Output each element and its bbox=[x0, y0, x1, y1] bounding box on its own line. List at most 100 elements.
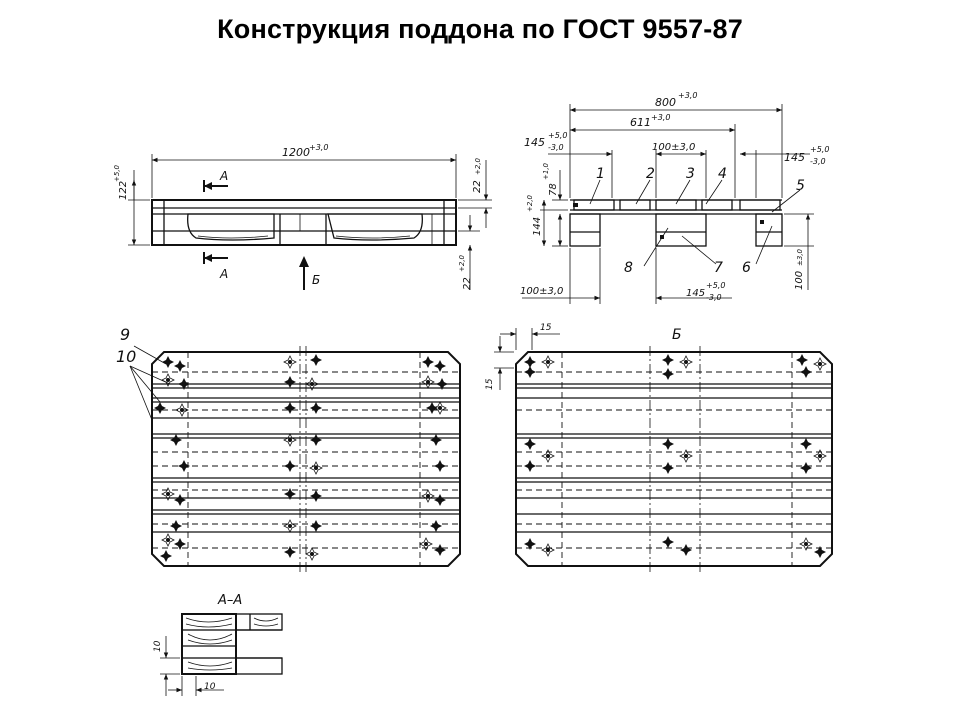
callout-2: 2 bbox=[646, 166, 655, 182]
callout-5: 5 bbox=[796, 178, 805, 194]
nail-mark bbox=[174, 494, 186, 506]
dim-length: 1200 bbox=[282, 146, 310, 159]
callout-7: 7 bbox=[714, 260, 723, 276]
nail-mark bbox=[310, 354, 322, 366]
dim-bottom: 22 bbox=[462, 277, 473, 290]
dim-right-height: 100 bbox=[794, 271, 805, 290]
dim-deck-tol: +2,0 bbox=[474, 157, 482, 175]
callout-9: 9 bbox=[120, 325, 130, 344]
dim-bottom-mid-tol-down: -3,0 bbox=[706, 293, 722, 302]
dim-offset-x: 15 bbox=[540, 323, 552, 333]
end-view: 800 +3,0 611 +3,0 145 +5,0 -3,0 100±3,0 … bbox=[520, 91, 829, 304]
nail-mark bbox=[541, 543, 555, 557]
nail-mark bbox=[524, 460, 536, 472]
nail-mark bbox=[662, 536, 674, 548]
nail-mark bbox=[283, 355, 297, 369]
dim-right-height-tol: ±3,0 bbox=[796, 248, 804, 266]
section-label-bottom: А bbox=[219, 267, 228, 281]
nail-mark bbox=[161, 487, 175, 501]
section-aa-label: А–А bbox=[217, 593, 242, 608]
nail-mark bbox=[541, 449, 555, 463]
bottom-outline bbox=[515, 351, 833, 567]
nail-mark bbox=[680, 544, 692, 556]
nail-mark bbox=[283, 519, 297, 533]
dim-edge-right-tol-up: +5,0 bbox=[810, 145, 829, 154]
nail-mark bbox=[436, 378, 448, 390]
dim-height-tol: +5,0 bbox=[113, 164, 121, 182]
side-view: 1200 +3,0 122 +5,0 22 +2,0 22 +2,0 А А Б bbox=[113, 143, 492, 290]
fork-opening-right bbox=[327, 213, 423, 241]
nail-mark bbox=[799, 537, 813, 551]
dim-height: 122 bbox=[118, 181, 129, 200]
nail-mark bbox=[662, 368, 674, 380]
dim-bottom-mid-tol-up: +5,0 bbox=[706, 281, 725, 290]
nail-mark bbox=[421, 375, 435, 389]
dim-bottom-tol: +2,0 bbox=[458, 254, 466, 272]
dim-inner: 611 bbox=[630, 116, 651, 129]
dim-bottom-mid: 145 bbox=[686, 288, 705, 299]
nail-mark bbox=[310, 520, 322, 532]
nail-mark bbox=[310, 402, 322, 414]
dim-edge-left: 145 bbox=[524, 136, 545, 149]
nail-mark bbox=[305, 547, 319, 561]
dim-edge-left-tol-down: -3,0 bbox=[548, 143, 564, 152]
nail-mark bbox=[433, 401, 447, 415]
dim-deck: 22 bbox=[472, 180, 483, 193]
nail-mark bbox=[800, 366, 812, 378]
nail-mark bbox=[178, 460, 190, 472]
nail-mark bbox=[813, 449, 827, 463]
bottom-view-label: Б bbox=[672, 327, 682, 343]
dim-offset-y: 15 bbox=[485, 378, 495, 390]
nail-mark bbox=[524, 438, 536, 450]
nail-mark bbox=[284, 488, 296, 500]
nail-mark bbox=[174, 538, 186, 550]
nail-mark bbox=[541, 355, 555, 369]
dim-block-height-tol: +1,0 bbox=[542, 162, 550, 180]
dim-edge-left-tol-up: +5,0 bbox=[548, 131, 567, 140]
dim-width: 800 bbox=[655, 96, 676, 109]
nail-mark bbox=[796, 354, 808, 366]
nail-mark bbox=[524, 366, 536, 378]
nail-mark bbox=[434, 544, 446, 556]
nail-mark bbox=[175, 403, 189, 417]
bottom-view: Б 15 15 bbox=[485, 323, 833, 572]
dim-block-height: 78 bbox=[548, 183, 559, 196]
dim-section-v: 10 bbox=[153, 640, 163, 652]
nail-mark bbox=[813, 357, 827, 371]
callout-3: 3 bbox=[686, 166, 695, 182]
top-outline bbox=[151, 351, 461, 567]
nail-mark bbox=[800, 438, 812, 450]
dim-length-tol: +3,0 bbox=[309, 143, 328, 152]
top-view: 9 10 bbox=[116, 325, 461, 572]
nail-mark bbox=[309, 461, 323, 475]
nail-mark bbox=[310, 490, 322, 502]
dim-width-tol: +3,0 bbox=[678, 91, 697, 100]
fork-opening-left bbox=[187, 213, 275, 241]
dim-inner-tol: +3,0 bbox=[651, 113, 670, 122]
dim-section-h: 10 bbox=[204, 682, 216, 692]
callout-4: 4 bbox=[718, 166, 727, 182]
dim-bottom-left: 100±3,0 bbox=[520, 286, 563, 297]
nail-mark bbox=[174, 360, 186, 372]
nail-mark bbox=[284, 402, 296, 414]
nail-mark bbox=[161, 533, 175, 547]
nail-mark bbox=[800, 462, 812, 474]
nail-mark bbox=[662, 462, 674, 474]
view-label: Б bbox=[312, 273, 320, 287]
nail-mark bbox=[284, 546, 296, 558]
nail-mark bbox=[170, 520, 182, 532]
dim-edge-right-tol-down: -3,0 bbox=[810, 157, 826, 166]
dim-board-gap: 100±3,0 bbox=[652, 142, 695, 153]
nail-mark bbox=[284, 376, 296, 388]
nail-mark bbox=[430, 520, 442, 532]
nail-mark bbox=[422, 356, 434, 368]
nail-mark bbox=[283, 433, 297, 447]
nail-mark bbox=[284, 460, 296, 472]
nail-mark bbox=[434, 460, 446, 472]
section-aa: А–А 10 10 bbox=[153, 593, 283, 696]
nail-mark bbox=[662, 354, 674, 366]
nail-mark bbox=[154, 402, 166, 414]
nail-mark bbox=[426, 402, 438, 414]
section-label-top: А bbox=[219, 169, 228, 183]
